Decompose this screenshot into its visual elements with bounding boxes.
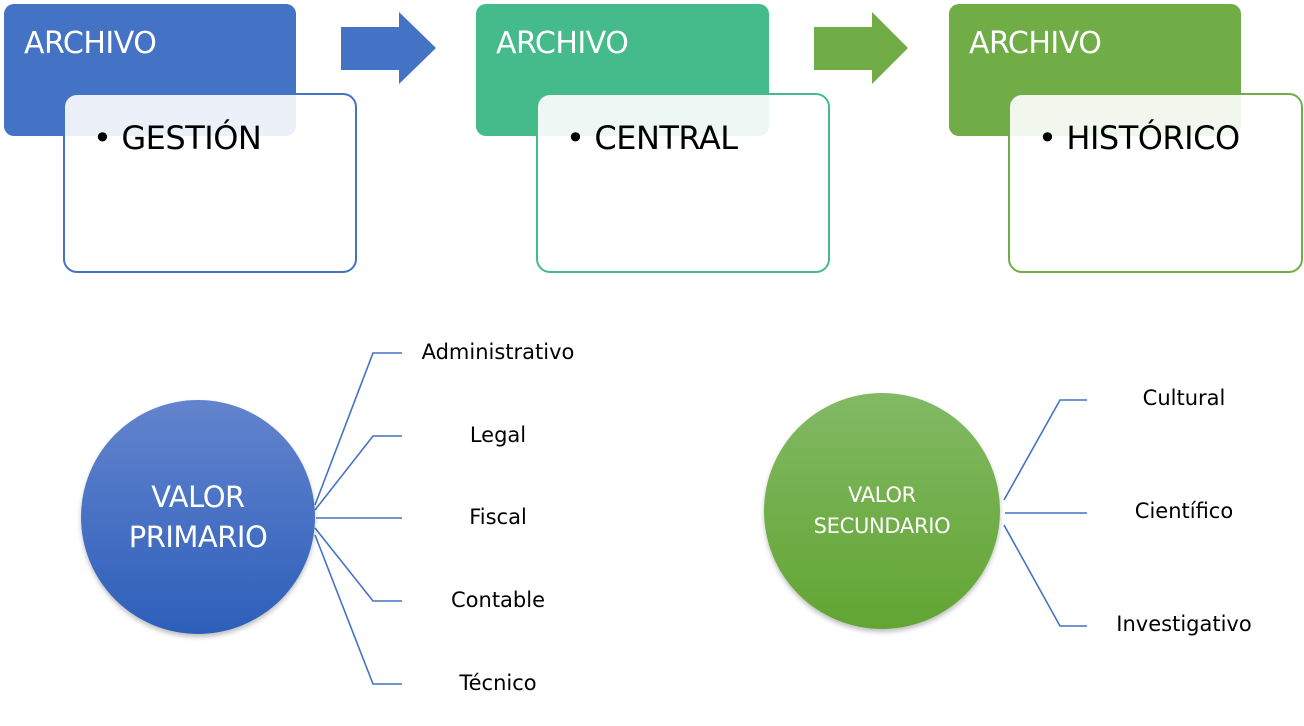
connector-legal bbox=[314, 435, 402, 511]
stage-1-header-label: ARCHIVO bbox=[24, 26, 157, 61]
branch-contable: Contable bbox=[450, 588, 546, 612]
stage-2-item: CENTRAL bbox=[566, 119, 738, 157]
connector-administrativo bbox=[314, 352, 402, 506]
stage-1-box: GESTIÓN bbox=[63, 93, 357, 273]
stage-1-item: GESTIÓN bbox=[93, 119, 261, 157]
valor-primario-label: VALOR PRIMARIO bbox=[128, 480, 268, 554]
stage-3-box: HISTÓRICO bbox=[1008, 93, 1303, 273]
branch-cultural: Cultural bbox=[1142, 386, 1226, 410]
stage-2-box: CENTRAL bbox=[536, 93, 830, 273]
branch-fiscal: Fiscal bbox=[469, 505, 527, 529]
branch-tecnico: Técnico bbox=[459, 671, 537, 695]
branch-administrativo: Administrativo bbox=[421, 340, 575, 364]
valor-secundario-circle: VALOR SECUNDARIO bbox=[764, 393, 1000, 629]
stage-3-header-label: ARCHIVO bbox=[969, 26, 1102, 61]
arrow-1 bbox=[341, 12, 436, 84]
valor-primario-circle: VALOR PRIMARIO bbox=[81, 400, 315, 634]
connector-cultural bbox=[1003, 399, 1087, 501]
branch-cientifico: Científico bbox=[1134, 499, 1234, 523]
branch-investigativo: Investigativo bbox=[1116, 612, 1252, 636]
arrow-right-icon bbox=[341, 12, 908, 84]
valor-secundario-label: VALOR SECUNDARIO bbox=[813, 483, 951, 538]
branch-legal: Legal bbox=[469, 423, 527, 447]
connector-investigativo bbox=[1003, 524, 1087, 627]
stage-2-header-label: ARCHIVO bbox=[496, 26, 629, 61]
connector-tecnico bbox=[314, 534, 402, 685]
arrow-2 bbox=[814, 12, 908, 84]
connector-contable bbox=[314, 527, 402, 602]
stage-3-item: HISTÓRICO bbox=[1038, 119, 1240, 157]
